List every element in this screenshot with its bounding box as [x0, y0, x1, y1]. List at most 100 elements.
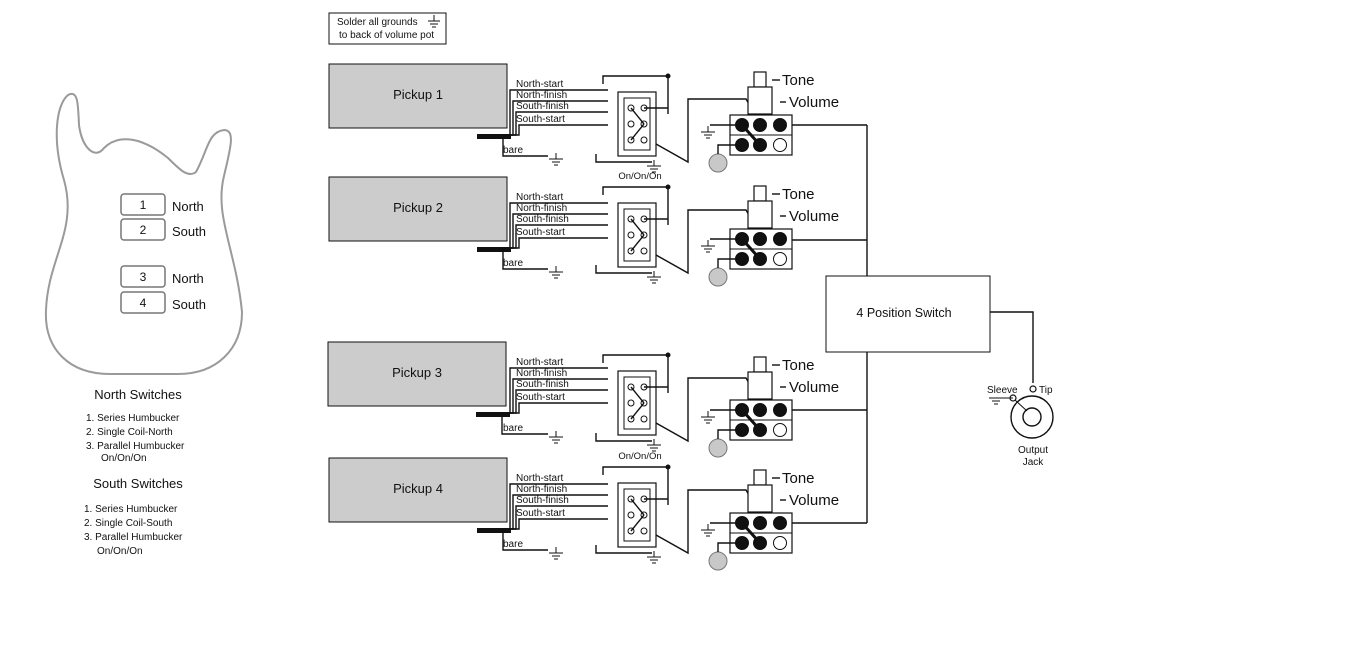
pickup-2-toggle-switch [602, 184, 671, 268]
south-item-onon: On/On/On [97, 546, 143, 557]
south-switches-title: South Switches [93, 476, 183, 491]
four-position-switch-label: 4 Position Switch [856, 306, 951, 320]
tone-capacitor [708, 438, 728, 458]
body-slot-label: South [172, 297, 206, 312]
pickup-row-4: Pickup 4North-startNorth-finishSouth-fin… [328, 451, 839, 571]
ground-icon [701, 411, 715, 424]
bare-label: bare [503, 539, 523, 550]
north-switches-title: North Switches [94, 387, 182, 402]
wire-label-3: South-finish [516, 379, 569, 390]
pickup-2-label: Pickup 2 [393, 200, 443, 215]
body-slot-4: 4 South [120, 291, 206, 314]
switch-position-label: On/On/On [618, 171, 661, 182]
wire-label-1: North-start [516, 192, 563, 203]
body-slot-number: 1 [140, 198, 147, 212]
north-item-3: 3. Parallel Humbucker [86, 441, 185, 452]
bare-label: bare [503, 145, 523, 156]
body-slot-label: North [172, 271, 204, 286]
wire-label-2: North-finish [516, 484, 567, 495]
cable-bundle [476, 412, 510, 417]
south-item-2: 2. Single Coil-South [84, 518, 172, 529]
wire-label-3: South-finish [516, 495, 569, 506]
tone-capacitor [708, 267, 728, 287]
ground-note: Solder all grounds to back of volume pot [328, 12, 447, 45]
jack-ground-icon [989, 397, 1003, 405]
output-jack: Sleeve Tip Output Jack [987, 385, 1054, 468]
north-item-1: 1. Series Humbucker [86, 413, 180, 424]
ground-icon [701, 240, 715, 253]
jack-caption-output: Output [1018, 445, 1048, 456]
pickup-1-box [328, 63, 508, 129]
jack-tip-label: Tip [1039, 385, 1053, 396]
body-slot-label: North [172, 199, 204, 214]
pickup-3-label: Pickup 3 [392, 365, 442, 380]
jack-caption-jack: Jack [1023, 457, 1045, 468]
pickup-row-1: Pickup 1 North-startNorth-finishSouth-fin… [328, 63, 839, 173]
wire-label-4: South-start [516, 508, 565, 519]
bare-label: bare [503, 258, 523, 269]
pickup-3-toggle-switch [602, 352, 671, 436]
pickup-row-2: Pickup 2 North-startNorth-finishSouth-fin… [328, 171, 839, 287]
volume-label: Volume [789, 94, 839, 111]
body-slot-label: South [172, 224, 206, 239]
wire-label-1: North-start [516, 357, 563, 368]
wire-label-1: North-start [516, 79, 563, 90]
wire-label-4: South-start [516, 114, 565, 125]
jack-sleeve-label: Sleeve [987, 385, 1018, 396]
pickup-2-box [328, 176, 508, 242]
wire-label-4: South-start [516, 392, 565, 403]
ground-icon [549, 431, 563, 444]
south-item-1: 1. Series Humbucker [84, 504, 178, 515]
bare-label: bare [503, 423, 523, 434]
volume-label: Volume [789, 208, 839, 225]
pickup-row-3: Pickup 3North-startNorth-finishSouth-fin… [327, 341, 839, 458]
tone-label: Tone [782, 186, 815, 203]
pickup-4-toggle-switch [602, 464, 671, 548]
pickup-3-box [327, 341, 507, 407]
switch-legend: North Switches 1. Series Humbucker 2. Si… [84, 387, 185, 557]
tone-label: Tone [782, 72, 815, 89]
body-slot-2: 2 South [120, 218, 206, 241]
ground-icon [549, 153, 563, 166]
body-slot-number: 2 [140, 223, 147, 237]
wire-label-2: North-finish [516, 203, 567, 214]
ground-icon [549, 547, 563, 560]
volume-label: Volume [789, 379, 839, 396]
north-item-2: 2. Single Coil-North [86, 427, 173, 438]
cable-bundle [477, 528, 511, 533]
tone-label: Tone [782, 470, 815, 487]
ground-icon [647, 551, 661, 564]
ground-icon [549, 266, 563, 279]
ground-icon [701, 126, 715, 139]
tone-capacitor [708, 551, 728, 571]
body-slot-number: 3 [140, 270, 147, 284]
ground-note-line2: to back of volume pot [339, 30, 434, 41]
tone-label: Tone [782, 357, 815, 374]
tone-capacitor [708, 153, 728, 173]
cable-bundle [477, 134, 511, 139]
north-item-onon: On/On/On [101, 453, 147, 464]
cable-bundle [477, 247, 511, 252]
ground-icon [428, 15, 440, 28]
output-bus [792, 124, 868, 524]
pickup-1-toggle-switch [602, 73, 671, 157]
wire-label-3: South-finish [516, 214, 569, 225]
four-position-switch: 4 Position Switch [825, 275, 1034, 383]
pickup-1-label: Pickup 1 [393, 87, 443, 102]
wire-label-2: North-finish [516, 90, 567, 101]
switch-position-label: On/On/On [618, 451, 661, 462]
ground-icon [647, 271, 661, 284]
body-slot-number: 4 [140, 296, 147, 310]
pickup-4-label: Pickup 4 [393, 481, 443, 496]
body-slot-1: 1 North [120, 193, 204, 216]
pickup-rows: Pickup 1North-startNorth-finishSouth-fin… [327, 63, 839, 571]
south-item-3: 3. Parallel Humbucker [84, 532, 183, 543]
wire-label-3: South-finish [516, 101, 569, 112]
ground-icon [647, 160, 661, 173]
